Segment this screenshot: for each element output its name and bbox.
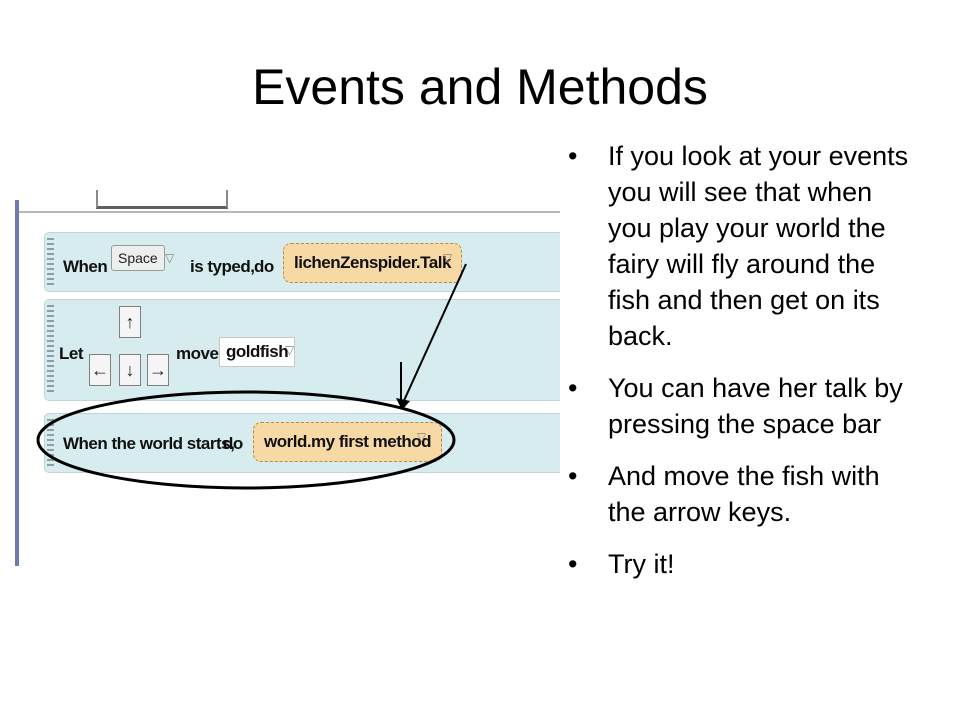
- arrow-right-key[interactable]: →: [147, 354, 169, 386]
- chevron-down-icon[interactable]: ▽: [417, 430, 427, 444]
- arrow-down-key[interactable]: ↓: [119, 354, 141, 386]
- event-row-key-typed[interactable]: When Space ▽ is typed, do lichenZenspide…: [44, 232, 560, 292]
- event-row-arrow-keys[interactable]: Let ↑ ← ↓ → move goldfish ▽: [44, 299, 560, 401]
- event-row-world-starts[interactable]: When the world starts, do world.my first…: [44, 413, 560, 473]
- object-select[interactable]: goldfish: [219, 337, 296, 367]
- when-label: When: [63, 257, 108, 276]
- chevron-down-icon[interactable]: ▽: [165, 251, 175, 265]
- alice-events-panel: When Space ▽ is typed, do lichenZenspide…: [0, 190, 560, 570]
- let-label: Let: [59, 344, 84, 363]
- method-tile[interactable]: world.my first method: [253, 422, 443, 462]
- move-label: move: [176, 344, 219, 363]
- do-label: do: [254, 257, 274, 276]
- world-starts-label: When the world starts,: [63, 434, 235, 453]
- panel-top-divider: [19, 211, 560, 213]
- bullet-item: • You can have her talk by pressing the …: [568, 370, 913, 442]
- bullet-text: You can have her talk by pressing the sp…: [608, 373, 903, 439]
- bullet-dot-icon: •: [568, 141, 578, 171]
- key-select[interactable]: Space: [111, 245, 165, 271]
- arrow-up-key[interactable]: ↑: [119, 306, 141, 338]
- bullet-item: • If you look at your events you will se…: [568, 138, 913, 354]
- bullet-item: • Try it!: [568, 546, 913, 582]
- panel-left-border: [15, 200, 19, 566]
- method-tile[interactable]: lichenZenspider.Talk: [283, 243, 462, 283]
- pointer-arrow-diagonal: [401, 263, 467, 406]
- do-label: do: [223, 434, 243, 453]
- bullet-text: If you look at your events you will see …: [608, 141, 909, 351]
- bullet-dot-icon: •: [568, 373, 578, 403]
- bullet-text: Try it!: [608, 549, 675, 579]
- slide-title: Events and Methods: [252, 59, 708, 115]
- drag-grip-icon[interactable]: [47, 305, 54, 395]
- bullet-text: And move the fish with the arrow keys.: [608, 461, 880, 527]
- bullet-item: • And move the fish with the arrow keys.: [568, 458, 913, 530]
- bullet-list: • If you look at your events you will se…: [568, 138, 913, 598]
- drag-grip-icon[interactable]: [47, 419, 54, 467]
- highlight-ellipse: [36, 390, 456, 490]
- arrowhead-icon: [396, 398, 410, 410]
- drag-grip-icon[interactable]: [47, 238, 54, 286]
- chevron-down-icon[interactable]: ▽: [443, 251, 453, 265]
- chevron-down-icon[interactable]: ▽: [285, 343, 295, 357]
- panel-tab-stub: [96, 190, 228, 209]
- arrow-left-key[interactable]: ←: [89, 354, 111, 386]
- bullet-dot-icon: •: [568, 461, 578, 491]
- bullet-dot-icon: •: [568, 549, 578, 579]
- is-typed-label: is typed,: [190, 257, 255, 276]
